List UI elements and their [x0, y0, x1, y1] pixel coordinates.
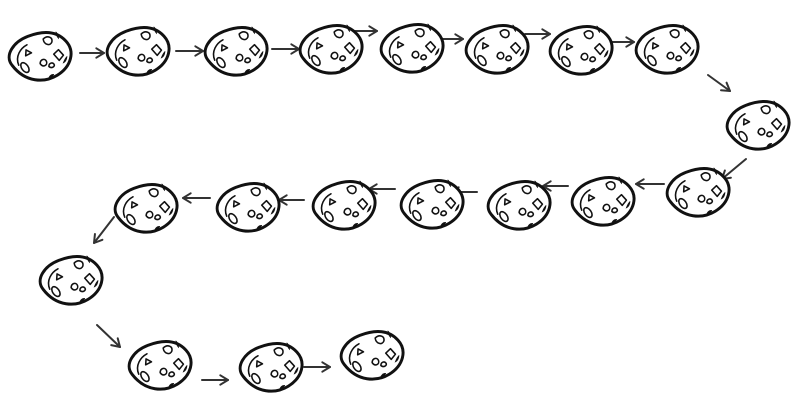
bean-icon	[203, 26, 269, 77]
bean-icon	[486, 180, 552, 231]
bean-icon	[665, 167, 731, 218]
bean-icon	[127, 340, 193, 391]
bean-icon	[105, 26, 171, 77]
arrow-right-icon	[440, 33, 464, 45]
bean-icon	[298, 24, 364, 75]
arrow-right-icon	[182, 192, 211, 204]
bean-icon	[379, 23, 445, 74]
bean-icon	[464, 24, 530, 75]
bean-icon	[38, 255, 104, 306]
arrow-right-icon	[278, 194, 305, 206]
bean-icon	[113, 183, 179, 234]
arrow-right-icon	[96, 324, 121, 348]
arrow-right-icon	[721, 158, 747, 180]
arrow-right-icon	[707, 74, 731, 92]
arrow-right-icon	[303, 361, 331, 373]
bean-icon	[339, 330, 405, 381]
bean-icon	[399, 179, 465, 230]
bean-layer	[7, 23, 791, 393]
arrow-right-icon	[79, 47, 105, 59]
bean-icon	[634, 24, 700, 75]
arrow-right-icon	[201, 374, 229, 386]
bean-icon	[238, 342, 304, 393]
arrow-right-icon	[271, 43, 300, 55]
arrow-right-icon	[542, 180, 569, 192]
bean-icon	[570, 176, 636, 227]
bean-icon	[7, 31, 73, 82]
arrow-right-icon	[635, 178, 665, 190]
arrow-right-icon	[175, 45, 204, 57]
arrow-right-icon	[524, 28, 551, 40]
bean-icon	[548, 25, 614, 76]
bean-icon	[215, 182, 281, 233]
arrow-right-icon	[93, 216, 115, 244]
bean-icon	[311, 180, 377, 231]
bean-icon	[725, 100, 791, 151]
